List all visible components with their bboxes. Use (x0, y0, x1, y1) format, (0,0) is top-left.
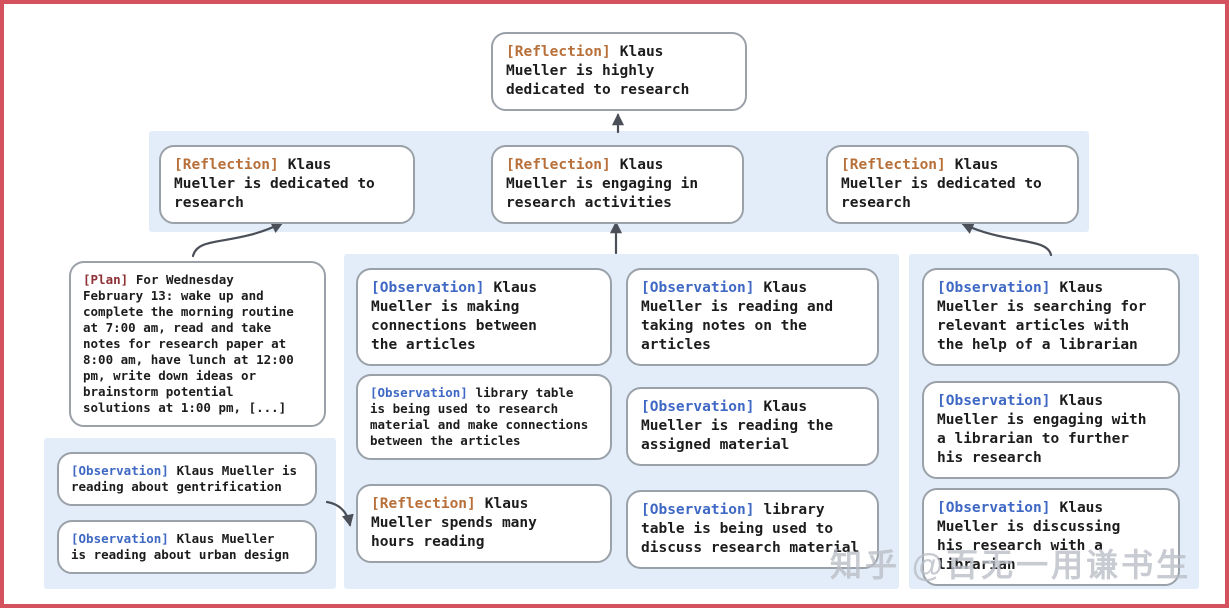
reflection-tag: [Reflection] (174, 157, 279, 173)
node-text: Klaus Mueller is reading and taking note… (641, 280, 834, 353)
node-text: Klaus Mueller is reading about gentrific… (71, 463, 298, 494)
observation-tag: [Observation] (641, 399, 755, 415)
observation-tag: [Observation] (71, 531, 169, 546)
plan-tag: [Plan] (83, 272, 129, 287)
observation-tag: [Observation] (937, 500, 1051, 516)
node-text: Klaus Mueller is highly dedicated to res… (506, 44, 690, 98)
observation-tag: [Observation] (71, 463, 169, 478)
node-text: library table is being used to research … (370, 385, 589, 448)
node-observation-assigned-material: [Observation]Klaus Mueller is reading th… (626, 387, 879, 466)
node-top-reflection: [Reflection]Klaus Mueller is highly dedi… (491, 32, 747, 111)
reflection-tag: [Reflection] (371, 496, 476, 512)
node-text: Klaus Mueller is making connections betw… (371, 280, 538, 353)
node-observation-urban-design: [Observation]Klaus Mueller is reading ab… (57, 520, 317, 574)
observation-tag: [Observation] (641, 502, 755, 518)
node-band-reflection-middle: [Reflection]Klaus Mueller is engaging in… (491, 145, 744, 224)
node-observation-making-connections: [Observation]Klaus Mueller is making con… (356, 268, 612, 366)
node-observation-library-table-discuss: [Observation]library table is being used… (626, 490, 879, 569)
node-observation-gentrification: [Observation]Klaus Mueller is reading ab… (57, 452, 317, 506)
observation-tag: [Observation] (370, 385, 468, 400)
node-band-reflection-right: [Reflection]Klaus Mueller is dedicated t… (826, 145, 1079, 224)
node-observation-taking-notes: [Observation]Klaus Mueller is reading an… (626, 268, 879, 366)
node-observation-library-table-research: [Observation]library table is being used… (356, 374, 612, 460)
node-text: Klaus Mueller is dedicated to research (841, 157, 1042, 211)
node-text: For Wednesday February 13: wake up and c… (83, 272, 294, 415)
node-text: Klaus Mueller spends many hours reading (371, 496, 537, 550)
node-observation-discussing-research: [Observation]Klaus Mueller is discussing… (922, 488, 1180, 586)
observation-tag: [Observation] (937, 393, 1051, 409)
observation-tag: [Observation] (937, 280, 1051, 296)
node-text: Klaus Mueller is reading about urban des… (71, 531, 290, 562)
node-band-reflection-left: [Reflection]Klaus Mueller is dedicated t… (159, 145, 415, 224)
node-plan: [Plan]For Wednesday February 13: wake up… (69, 261, 326, 427)
node-text: library table is being used to discuss r… (641, 502, 860, 556)
observation-tag: [Observation] (641, 280, 755, 296)
node-text: Klaus Mueller is dedicated to research (174, 157, 375, 211)
node-text: Klaus Mueller is reading the assigned ma… (641, 399, 834, 453)
reflection-tag: [Reflection] (841, 157, 946, 173)
node-observation-engaging-librarian: [Observation]Klaus Mueller is engaging w… (922, 381, 1180, 479)
node-text: Klaus Mueller is engaging with a librari… (937, 393, 1147, 466)
node-observation-searching-articles: [Observation]Klaus Mueller is searching … (922, 268, 1180, 366)
node-text: Klaus Mueller is discussing his research… (937, 500, 1121, 573)
node-text: Klaus Mueller is searching for relevant … (937, 280, 1147, 353)
watermark: 知乎 @百无一用谦书生 (830, 547, 1192, 583)
observation-tag: [Observation] (371, 280, 485, 296)
node-text: Klaus Mueller is engaging in research ac… (506, 157, 699, 211)
node-reflection-spends-hours-reading: [Reflection]Klaus Mueller spends many ho… (356, 484, 612, 563)
reflection-tag: [Reflection] (506, 157, 611, 173)
reflection-tag: [Reflection] (506, 44, 611, 60)
